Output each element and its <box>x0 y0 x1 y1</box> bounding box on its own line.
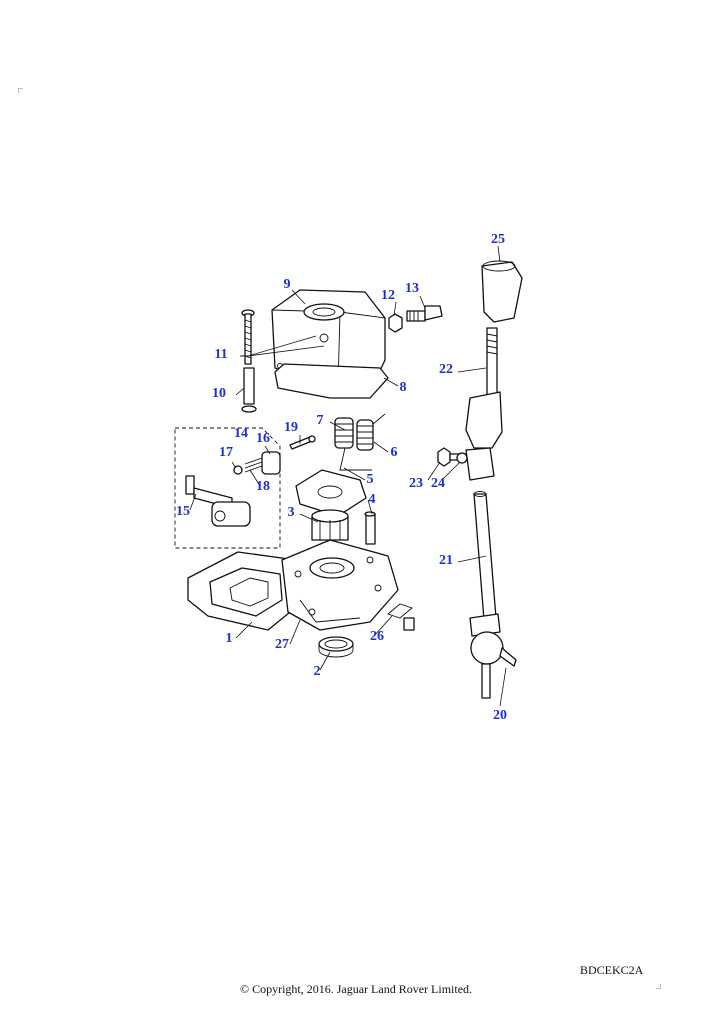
part-4-pin <box>364 511 376 545</box>
part-1-base <box>187 551 301 631</box>
crop-mark-top-left <box>18 88 23 93</box>
part-6-spring <box>334 413 386 471</box>
part-15-selector <box>185 475 251 527</box>
callout-18: 18 <box>256 479 270 494</box>
part-5-plate <box>295 469 367 517</box>
part-20-ball-end <box>469 613 517 699</box>
part-5-hole <box>317 485 343 499</box>
part-8-gasket <box>274 363 389 399</box>
callout-12: 12 <box>381 288 395 303</box>
callout-20: 20 <box>493 708 507 723</box>
callout-4: 4 <box>369 492 376 507</box>
lever-joint <box>465 447 495 481</box>
callout-2: 2 <box>314 664 321 679</box>
part-22-upper-lever <box>465 327 503 449</box>
part-10-spacer <box>241 367 257 413</box>
part-26-clip <box>387 603 415 631</box>
callout-22: 22 <box>439 362 453 377</box>
callout-5: 5 <box>367 472 374 487</box>
subassembly-dashed-frame <box>174 427 281 549</box>
callout-6: 6 <box>391 445 398 460</box>
callout-3: 3 <box>288 505 295 520</box>
callout-1: 1 <box>226 631 233 646</box>
callout-23: 23 <box>409 476 423 491</box>
leader-lines <box>189 245 507 707</box>
callout-17: 17 <box>219 445 233 460</box>
callout-9: 9 <box>284 277 291 292</box>
callout-26: 26 <box>370 629 384 644</box>
callout-14: 14 <box>234 426 248 441</box>
callout-27: 27 <box>275 637 289 652</box>
part-21-lower-lever <box>473 491 497 621</box>
callout-10: 10 <box>212 386 226 401</box>
callout-15: 15 <box>176 504 190 519</box>
part-24-washer <box>456 452 468 464</box>
part-11-bolt <box>241 309 255 365</box>
callout-7: 7 <box>317 413 324 428</box>
part-19-pin <box>289 435 316 450</box>
part-18-spring <box>244 457 263 473</box>
part-13-switch <box>406 305 443 322</box>
callout-8: 8 <box>400 380 407 395</box>
part-2-ring <box>318 636 354 658</box>
part-25-knob <box>481 260 523 323</box>
copyright-notice: © Copyright, 2016. Jaguar Land Rover Lim… <box>239 982 473 996</box>
callout-21: 21 <box>439 553 453 568</box>
callout-13: 13 <box>405 281 419 296</box>
crop-mark-bottom-right <box>656 984 661 989</box>
callout-24: 24 <box>431 476 445 491</box>
callout-16: 16 <box>256 431 270 446</box>
callout-11: 11 <box>214 347 227 362</box>
part-3-cup <box>311 509 349 541</box>
part-12-nut <box>388 313 403 333</box>
callout-25: 25 <box>491 232 505 247</box>
reference-code: BDCEKC2A <box>580 963 644 977</box>
part-16-bush <box>261 451 281 475</box>
callout-19: 19 <box>284 420 298 435</box>
part-27-main-body <box>281 539 399 631</box>
